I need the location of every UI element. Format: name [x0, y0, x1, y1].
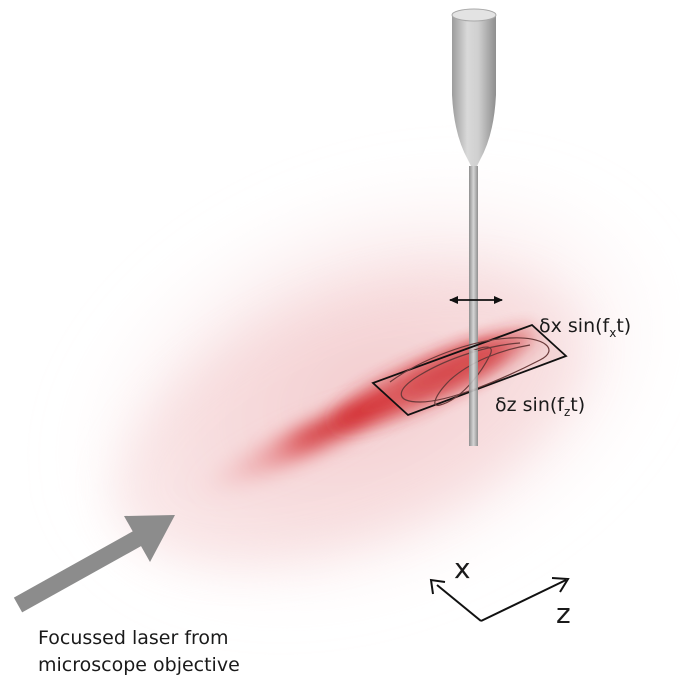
probe-taper	[452, 95, 496, 172]
probe-rod	[469, 166, 478, 446]
axis-label-x: x	[454, 552, 471, 585]
lissajous-curve	[389, 337, 550, 403]
laser-beam-halo	[53, 155, 680, 625]
probe-cylinder-top	[451, 8, 497, 22]
axis-label-z: z	[556, 597, 571, 630]
probe-cylinder	[452, 15, 496, 95]
caption-line-1: Focussed laser from	[38, 627, 229, 649]
coordinate-axes	[429, 577, 570, 622]
dz-annotation: δz sin(fzt)	[495, 394, 585, 419]
dx-annotation: δx sin(fxt)	[539, 315, 631, 340]
caption-line-2: microscope objective	[38, 654, 240, 676]
probe-rod-front	[469, 350, 478, 446]
probe-tip	[451, 8, 497, 446]
laser-direction-arrow	[13, 515, 175, 613]
trajectory-plane	[371, 323, 568, 446]
